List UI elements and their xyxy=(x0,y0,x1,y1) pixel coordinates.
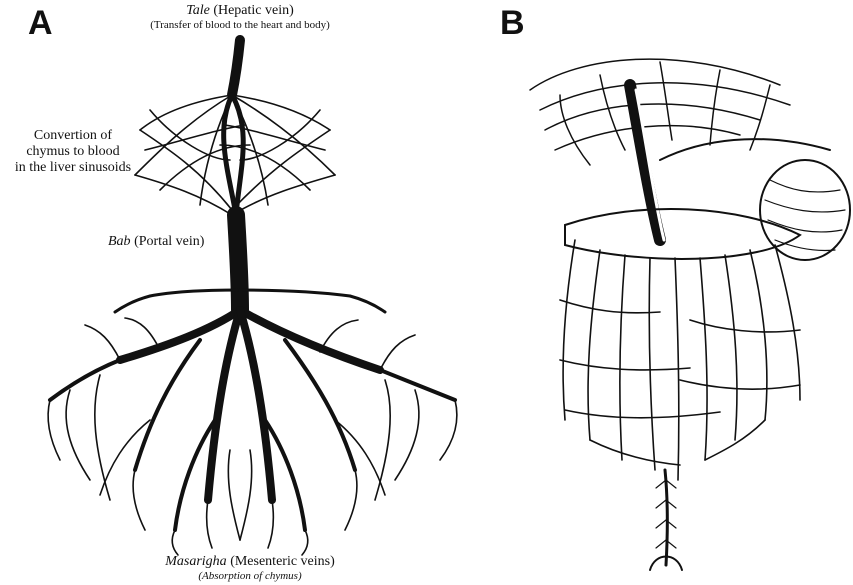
panel-b-portal-system-illustration xyxy=(0,0,853,585)
